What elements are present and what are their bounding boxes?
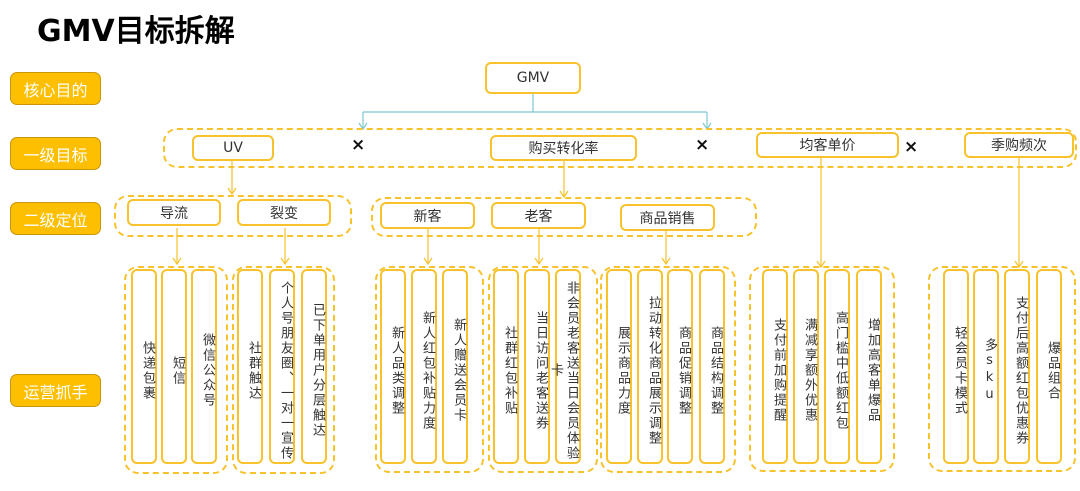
group-level1: [163, 128, 1077, 168]
ops-item: 多sku: [973, 269, 999, 464]
ops-item: 个人号朋友圈、一对一宣传: [269, 269, 295, 464]
node-gmv: GMV: [485, 62, 581, 94]
ops-item: 新人赠送会员卡: [442, 269, 468, 464]
arrow-icon: [172, 257, 182, 266]
ops-item: 快递包裹: [131, 269, 157, 464]
node-shangpin: 商品销售: [620, 204, 715, 231]
group-ops-pinci: [928, 266, 1076, 472]
node-liebian: 裂变: [237, 199, 331, 226]
ops-item: 新人品类调整: [380, 269, 406, 464]
group-ops-daoliu: [124, 266, 228, 474]
ops-item: 高门槛中低额红包: [824, 269, 850, 464]
ops-item: 已下单用户分层触达: [301, 269, 327, 464]
ops-item: 增加高客单爆品: [856, 269, 882, 464]
row-label-ops: 运营抓手: [10, 374, 101, 407]
group-ops-shangpin: [600, 266, 736, 473]
ops-item: 爆品组合: [1036, 269, 1062, 464]
ops-item: 新人红包补贴力度: [411, 269, 437, 464]
arrow-icon: [227, 187, 237, 196]
group-ops-laoke: [488, 266, 598, 473]
ops-item: 当日访问老客送券: [524, 269, 550, 464]
group-level2-conversion: [371, 197, 757, 237]
arrow-icon: [534, 257, 544, 266]
group-ops-kedanjia: [749, 266, 895, 472]
node-daoliu: 导流: [127, 199, 221, 226]
ops-item: 商品结构调整: [699, 269, 725, 464]
arrow-icon: [280, 257, 290, 266]
multiply-icon: ×: [904, 137, 919, 157]
node-uv: UV: [192, 135, 274, 161]
ops-item: 商品促销调整: [667, 269, 693, 464]
ops-item: 社群红包补贴: [493, 269, 519, 464]
arrow-icon: [661, 257, 671, 266]
ops-item: 展示商品力度: [606, 269, 632, 464]
ops-item: 支付后高额红包优惠券: [1004, 269, 1030, 464]
page-title: GMV目标拆解: [37, 14, 235, 49]
multiply-icon: ×: [695, 135, 710, 155]
ops-item: 微信公众号: [191, 269, 217, 464]
ops-item: 社群触达: [237, 269, 263, 464]
ops-item: 非会员老客送当日会员体验卡: [548, 269, 581, 464]
row-label-core: 核心目的: [10, 72, 101, 105]
ops-item: 轻会员卡模式: [943, 269, 969, 464]
row-label-level1: 一级目标: [10, 137, 101, 170]
ops-item: 支付前加购提醒: [762, 269, 788, 464]
node-conversion-rate: 购买转化率: [490, 135, 637, 161]
ops-item: 短信: [161, 269, 187, 464]
arrow-icon: [423, 257, 433, 266]
node-laoke: 老客: [491, 202, 586, 229]
node-avg-order-value: 均客单价: [756, 132, 899, 158]
node-purchase-frequency: 季购频次: [964, 132, 1074, 158]
group-ops-xinke: [375, 266, 484, 473]
multiply-icon: ×: [351, 135, 366, 155]
ops-item: 满减享额外优惠: [793, 269, 819, 464]
group-ops-liebian: [232, 266, 335, 474]
node-xinke: 新客: [380, 202, 475, 229]
row-label-level2: 二级定位: [10, 202, 101, 235]
group-level2-uv: [114, 195, 352, 237]
ops-item: 拉动转化商品展示调整: [637, 269, 663, 464]
